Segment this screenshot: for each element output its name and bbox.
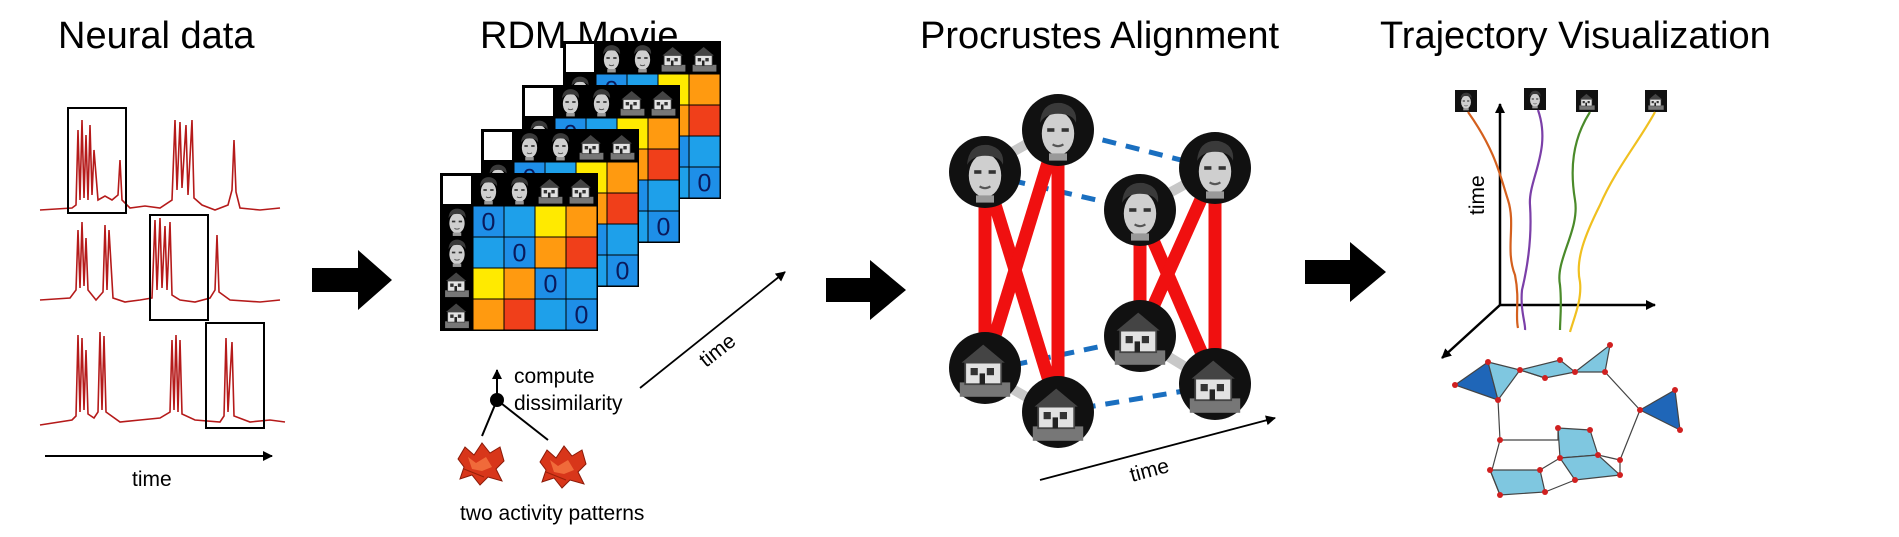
trajectory-line-4 [1568, 111, 1656, 333]
trajectory-line-2 [1520, 109, 1544, 331]
panel-title-neural: Neural data [58, 15, 255, 57]
graph-patch-left-2 [1487, 361, 1522, 402]
rdm-cell [606, 192, 639, 225]
time-window-3 [205, 322, 265, 429]
rdm-cell [503, 236, 536, 269]
house-node-4 [1179, 348, 1251, 420]
spike-trace-3 [39, 331, 286, 426]
graph-patch-bottom-2 [1558, 454, 1622, 481]
trajectory-panel: time [1441, 88, 1683, 498]
activity-pattern-1 [457, 442, 505, 486]
rdm-cell [534, 236, 567, 269]
pattern-link-right [496, 399, 549, 441]
rdm-cell [565, 298, 598, 331]
procrustes-time-label: time [1127, 454, 1171, 486]
rdm-cell [647, 210, 680, 243]
graph-patch-right [1638, 389, 1681, 432]
spike-trace-2 [39, 217, 281, 303]
house-node-2 [1022, 376, 1094, 448]
spike-trace-1 [39, 119, 281, 211]
rdm-cell [565, 236, 598, 269]
rdm-movie-panel: 0000000000000000 time compute dissimilar… [440, 41, 786, 525]
face-node-4 [1179, 132, 1251, 204]
panel-title-trajectory: Trajectory Visualization [1380, 15, 1771, 57]
trajectory-time-label: time [1466, 175, 1489, 215]
neural-time-label: time [132, 468, 172, 491]
rdm-cell [688, 73, 721, 106]
rdm-diagonal-zero: 0 [698, 170, 712, 198]
rdm-diagonal-zero: 0 [544, 271, 558, 299]
rdm-diagonal-zero: 0 [482, 209, 496, 237]
graph-patch-top-2 [1573, 343, 1611, 373]
face-node-2 [1022, 94, 1094, 166]
rdm-cell [647, 148, 680, 181]
rdm-frames: 0000000000000000 [440, 41, 721, 331]
activity-pattern-2 [539, 445, 587, 489]
rdm-cell [472, 298, 505, 331]
procrustes-panel: time [949, 94, 1276, 487]
rdm-cell [534, 267, 567, 300]
rdm-diagonal-zero: 0 [575, 302, 589, 330]
rdm-cell [647, 179, 680, 212]
traj-axis-z [1441, 304, 1501, 359]
rdm-cell [472, 236, 505, 269]
graph-network [1452, 342, 1683, 498]
activity-patterns-label: two activity patterns [460, 502, 644, 525]
graph-patch-mid [1557, 427, 1599, 459]
rdm-diagonal-zero: 0 [616, 258, 630, 286]
rdm-time-label: time [695, 329, 740, 372]
traj-stimulus-4 [1645, 90, 1667, 112]
graph-nodes [1452, 342, 1683, 498]
procrustes-time-axis [1039, 415, 1276, 481]
rdm-cell [606, 254, 639, 287]
rdm-cell [503, 205, 536, 238]
traj-stimulus-1 [1455, 90, 1477, 112]
flow-arrow-3 [1305, 242, 1386, 302]
house-node-3 [1104, 300, 1176, 372]
trajectory-line-3 [1558, 111, 1591, 331]
flow-arrow-2 [826, 260, 906, 320]
rdm-cell [647, 117, 680, 150]
rdm-time-axis [639, 271, 786, 389]
rdm-cell [534, 298, 567, 331]
house-node-1 [949, 332, 1021, 404]
rdm-cell [565, 267, 598, 300]
neural-data-panel: time [39, 107, 286, 491]
pattern-link-left [481, 399, 498, 437]
rdm-cell [503, 298, 536, 331]
flow-arrow-1 [312, 250, 392, 310]
rdm-diagonal-zero: 0 [513, 240, 527, 268]
rdm-cell [472, 267, 505, 300]
compute-label-line2: dissimilarity [514, 392, 623, 415]
traj-stimulus-3 [1576, 90, 1598, 112]
graph-patch-top [1517, 359, 1577, 379]
face-node-3 [1104, 174, 1176, 246]
rdm-cell [534, 205, 567, 238]
traj-stimulus-2 [1524, 88, 1546, 110]
trajectory-line-1 [1467, 111, 1520, 329]
rdm-diagonal-zero: 0 [657, 214, 671, 242]
face-node-1 [949, 136, 1021, 208]
rdm-cell [606, 223, 639, 256]
rdm-cell [688, 166, 721, 199]
rdm-cell [565, 205, 598, 238]
compute-label-line1: compute [514, 365, 595, 388]
rdm-cell [688, 135, 721, 168]
rdm-cell [688, 104, 721, 137]
time-window-1 [67, 107, 127, 214]
time-window-2 [149, 214, 209, 321]
rdm-cell [606, 161, 639, 194]
panel-title-procrustes: Procrustes Alignment [920, 15, 1279, 57]
rdm-cell [503, 267, 536, 300]
